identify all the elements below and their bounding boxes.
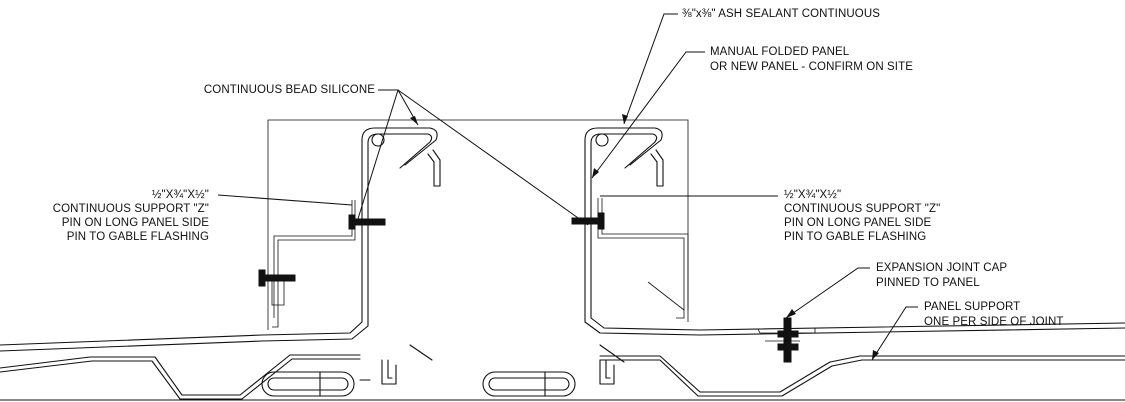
label-z-right-line3: PIN ON LONG PANEL SIDE [784, 217, 932, 229]
label-folded-panel-line2: OR NEW PANEL - CONFIRM ON SITE [710, 61, 913, 73]
label-expansion-cap-line1: EXPANSION JOINT CAP [876, 262, 1008, 274]
label-z-right-line4: PIN TO GABLE FLASHING [784, 231, 927, 243]
right-roof-panel [584, 185, 1125, 336]
right-clips [482, 344, 625, 397]
left-pin-upper [348, 214, 386, 230]
label-panel-support-line1: PANEL SUPPORT [924, 301, 1021, 313]
expansion-cap-pin [757, 317, 816, 363]
label-panel-support-line2: ONE PER SIDE OF JOINT [924, 316, 1064, 328]
right-pin [571, 212, 605, 230]
label-z-right-line1: ½"X¾"X½" [784, 189, 842, 201]
left-z-support [271, 200, 356, 328]
left-seam-fold [361, 127, 441, 189]
label-z-right-line2: CONTINUOUS SUPPORT "Z" [784, 203, 941, 215]
label-folded-panel-line1: MANUAL FOLDED PANEL [710, 46, 850, 58]
right-z-support [597, 198, 689, 319]
outer-cap-outline [267, 119, 689, 330]
leader-bead-silicone [356, 89, 589, 226]
label-z-left-line3: PIN ON LONG PANEL SIDE [61, 217, 209, 229]
leader-expansion-cap [785, 267, 870, 319]
panel-support-profile [0, 354, 1125, 401]
leader-sealant [622, 13, 678, 125]
label-z-left-line2: CONTINUOUS SUPPORT "Z" [52, 203, 209, 215]
leader-panel-support [871, 306, 918, 361]
label-bead-silicone: CONTINUOUS BEAD SILICONE [203, 84, 375, 96]
left-roof-panel [0, 187, 369, 352]
label-z-left-line4: PIN TO GABLE FLASHING [66, 231, 209, 243]
leader-folded-panel [591, 51, 705, 179]
label-z-left-line1: ½"X¾"X½" [151, 189, 209, 201]
label-sealant: ⅜"x⅜" ASH SEALANT CONTINUOUS [682, 8, 880, 20]
left-clips [261, 344, 433, 397]
right-seam-fold [584, 127, 664, 187]
leader-z-left [217, 194, 353, 206]
label-expansion-cap-line2: PINNED TO PANEL [876, 277, 980, 289]
left-pin-lower [258, 269, 296, 287]
